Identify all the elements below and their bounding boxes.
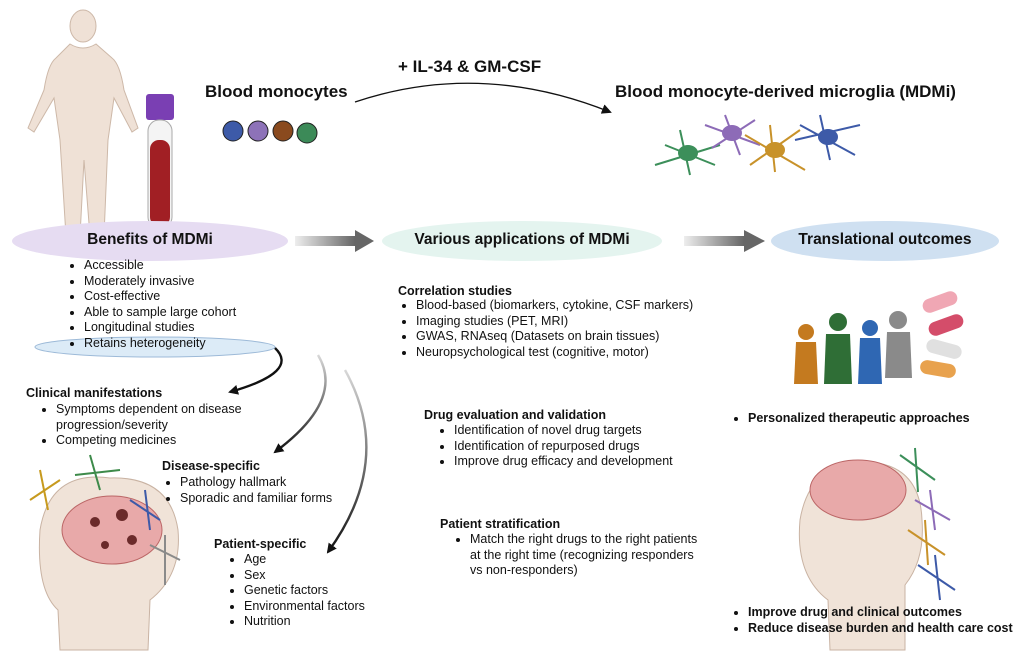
list-item: Longitudinal studies [84, 320, 236, 336]
benefits-list: Accessible Moderately invasive Cost-effe… [66, 258, 236, 352]
clinical-list: Symptoms dependent on disease progressio… [38, 402, 266, 449]
monocyte-cells-icon [222, 120, 318, 144]
list-item: Identification of novel drug targets [454, 423, 673, 439]
list-item: Age [244, 552, 365, 568]
list-item: Able to sample large cohort [84, 305, 236, 321]
list-item: Sex [244, 568, 365, 584]
list-item: Reduce disease burden and health care co… [748, 621, 1024, 637]
retains-pill [34, 336, 276, 358]
list-item: Match the right drugs to the right patie… [470, 532, 700, 579]
list-item: Symptoms dependent on disease progressio… [56, 402, 266, 433]
mdmi-title: Blood monocyte-derived microglia (MDMi) [615, 82, 956, 101]
additive-label: + IL-34 & GM-CSF [398, 57, 542, 76]
list-item: Neuropsychological test (cognitive, moto… [416, 345, 693, 361]
list-item: Competing medicines [56, 433, 266, 449]
stratification-title: Patient stratification [440, 517, 561, 531]
list-item: Moderately invasive [84, 274, 236, 290]
correlation-title: Correlation studies [398, 284, 512, 298]
clinical-title: Clinical manifestations [26, 386, 163, 400]
microglia-cells-icon [654, 114, 861, 176]
list-item: GWAS, RNAseq (Datasets on brain tissues) [416, 329, 693, 345]
list-item: Blood-based (biomarkers, cytokine, CSF m… [416, 298, 693, 314]
patient-title: Patient-specific [214, 537, 307, 551]
applications-pill-label: Various applications of MDMi [414, 231, 630, 248]
drug-title: Drug evaluation and validation [424, 408, 606, 422]
list-item: Imaging studies (PET, MRI) [416, 314, 693, 330]
list-item: Sporadic and familiar forms [180, 491, 332, 507]
brain-head-icon [29, 454, 181, 651]
list-item: Accessible [84, 258, 236, 274]
outcomes-bottom-list: Improve drug and clinical outcomes Reduc… [730, 605, 1024, 636]
flow-arrow-1 [295, 230, 374, 252]
pills-icon [920, 291, 964, 378]
list-item: Personalized therapeutic approaches [748, 411, 970, 427]
outcomes-top-list: Personalized therapeutic approaches [730, 411, 970, 427]
list-item: Identification of repurposed drugs [454, 439, 673, 455]
list-item: Pathology hallmark [180, 475, 332, 491]
drug-list: Identification of novel drug targets Ide… [436, 423, 673, 470]
patient-list: Age Sex Genetic factors Environmental fa… [226, 552, 365, 630]
benefits-pill-label: Benefits of MDMi [87, 231, 213, 248]
benefits-pill [12, 221, 288, 261]
people-group-icon [794, 311, 912, 384]
list-item: Environmental factors [244, 599, 365, 615]
stratification-list: Match the right drugs to the right patie… [452, 532, 700, 579]
list-item: Genetic factors [244, 583, 365, 599]
flow-arrow-2 [684, 230, 765, 252]
correlation-list: Blood-based (biomarkers, cytokine, CSF m… [398, 298, 693, 360]
outcomes-pill [771, 221, 999, 261]
disease-title: Disease-specific [162, 459, 260, 473]
elder-head-icon [798, 447, 956, 651]
blood-tube-icon [146, 94, 174, 229]
list-item: Improve drug efficacy and development [454, 454, 673, 470]
list-item: Improve drug and clinical outcomes [748, 605, 1024, 621]
list-item: Retains heterogeneity [84, 336, 236, 352]
disease-list: Pathology hallmark Sporadic and familiar… [162, 475, 332, 506]
applications-pill [382, 221, 662, 261]
list-item: Nutrition [244, 614, 365, 630]
blood-monocytes-label: Blood monocytes [205, 82, 348, 101]
human-figure-icon [27, 9, 139, 237]
list-item: Cost-effective [84, 289, 236, 305]
outcomes-pill-label: Translational outcomes [798, 231, 972, 248]
